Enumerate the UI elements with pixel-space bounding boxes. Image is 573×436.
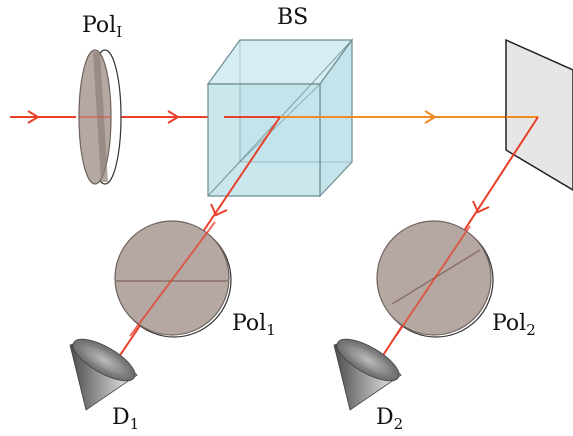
detector-2-label: D2 [376, 405, 403, 433]
input-polarizer [78, 49, 122, 185]
pol-2-label: Pol2 [492, 311, 536, 339]
polarizer-1 [114, 220, 232, 338]
mirror [505, 38, 573, 191]
polarizer-2 [376, 220, 494, 338]
beam-splitter-label: BS [277, 5, 308, 30]
pol-1-label: Pol1 [232, 311, 276, 339]
detector-1-label: D1 [112, 405, 139, 433]
transmitted-beam [280, 110, 538, 124]
input-beam [10, 110, 208, 124]
detector-2 [333, 338, 402, 411]
pol-input-label: PolI [82, 13, 122, 41]
detector-1 [69, 338, 138, 411]
